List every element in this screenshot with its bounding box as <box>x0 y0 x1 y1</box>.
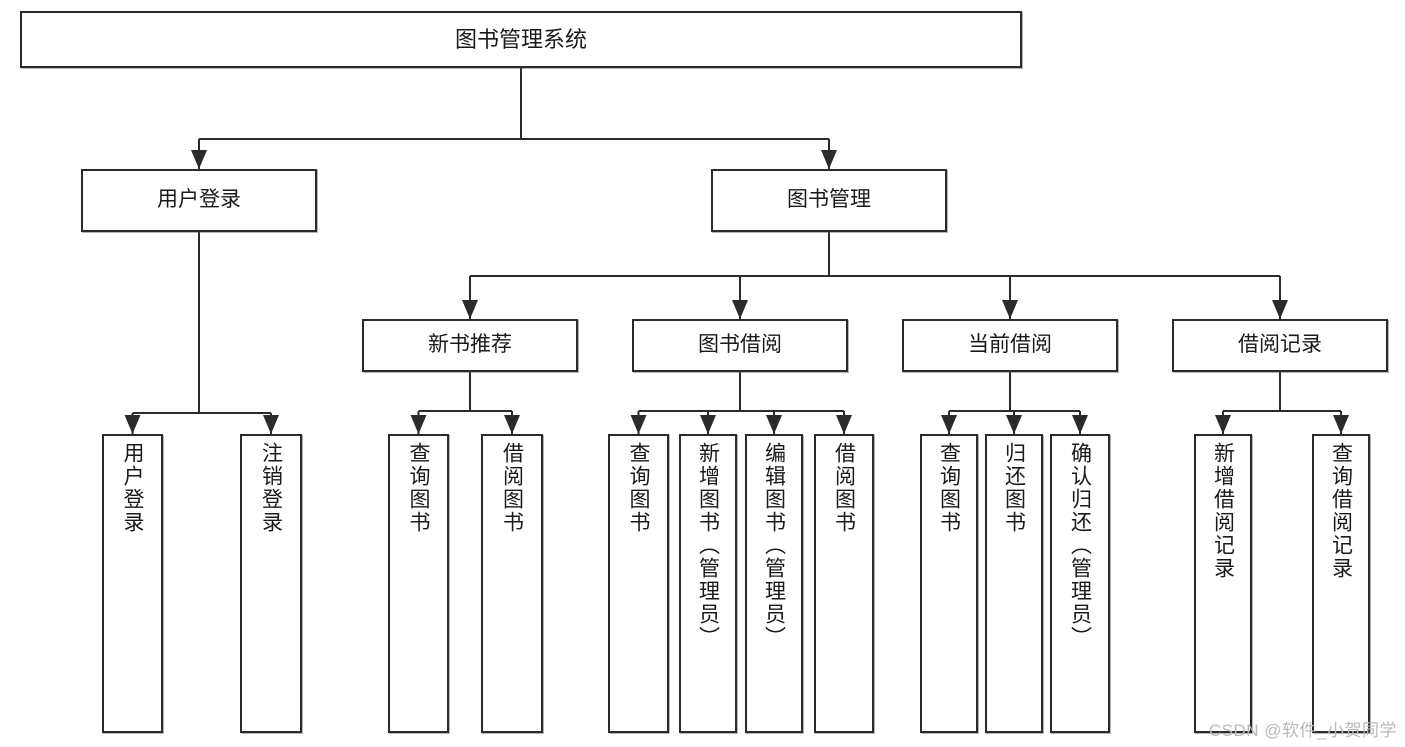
arrowhead-borrow_record-0 <box>1215 415 1231 434</box>
arrowhead-new_book_rec-0 <box>410 415 427 434</box>
node-label: 用户登录 <box>121 442 144 534</box>
node-leaf-query-book-2[interactable]: 查询图书 <box>608 434 669 733</box>
node-label: 查询图书 <box>627 442 650 534</box>
node-leaf-query-book-1[interactable]: 查询图书 <box>388 434 449 733</box>
node-user-login[interactable]: 用户登录 <box>81 169 317 232</box>
node-leaf-return-book[interactable]: 归还图书 <box>985 434 1043 733</box>
node-leaf-borrow-book-1[interactable]: 借阅图书 <box>481 434 543 733</box>
arrowhead-root-0 <box>191 150 207 169</box>
arrowhead-book_manage-3 <box>1272 300 1288 319</box>
arrowhead-book_borrow-0 <box>630 415 647 434</box>
node-leaf-query-record[interactable]: 查询借阅记录 <box>1312 434 1370 733</box>
node-leaf-confirm-return[interactable]: 确认归还（管理员） <box>1050 434 1110 733</box>
node-label: 图书借阅 <box>698 333 782 357</box>
node-label: 图书管理 <box>787 188 871 212</box>
arrowhead-root-1 <box>821 150 837 169</box>
node-leaf-query-book-3[interactable]: 查询图书 <box>920 434 978 733</box>
node-label: 注销登录 <box>259 442 283 534</box>
node-root[interactable]: 图书管理系统 <box>20 11 1022 68</box>
node-leaf-add-book[interactable]: 新增图书（管理员） <box>679 434 737 733</box>
node-new-book-rec[interactable]: 新书推荐 <box>362 319 578 372</box>
node-label: 图书管理系统 <box>454 26 587 52</box>
node-current-borrow[interactable]: 当前借阅 <box>902 319 1118 372</box>
node-label: 归还图书 <box>1002 442 1026 534</box>
node-label: 确认归还（管理员） <box>1068 442 1092 649</box>
node-leaf-edit-book[interactable]: 编辑图书（管理员） <box>745 434 803 733</box>
node-leaf-add-record[interactable]: 新增借阅记录 <box>1194 434 1252 733</box>
node-label: 新增图书（管理员） <box>696 442 720 649</box>
arrowhead-book_borrow-3 <box>836 415 852 434</box>
arrowhead-current_borrow-1 <box>1006 415 1022 434</box>
arrowhead-book_manage-2 <box>1002 300 1018 319</box>
node-label: 查询图书 <box>407 442 430 534</box>
arrowhead-borrow_record-1 <box>1333 415 1349 434</box>
node-label: 查询图书 <box>937 442 961 534</box>
node-leaf-user-login[interactable]: 用户登录 <box>102 434 163 733</box>
arrowhead-new_book_rec-1 <box>504 415 520 434</box>
node-label: 借阅图书 <box>832 442 856 534</box>
arrowhead-book_borrow-1 <box>700 415 716 434</box>
node-label: 用户登录 <box>157 188 241 212</box>
node-label: 编辑图书（管理员） <box>762 442 786 649</box>
arrowhead-book_borrow-2 <box>766 415 782 434</box>
arrowhead-book_manage-0 <box>462 300 478 319</box>
node-label: 借阅记录 <box>1238 333 1322 357</box>
arrowhead-user_login-1 <box>263 415 279 434</box>
node-label: 当前借阅 <box>968 333 1052 357</box>
node-leaf-logout[interactable]: 注销登录 <box>240 434 302 733</box>
node-label: 借阅图书 <box>500 442 524 534</box>
node-book-manage[interactable]: 图书管理 <box>711 169 947 232</box>
arrowhead-user_login-0 <box>124 415 141 434</box>
arrowhead-current_borrow-2 <box>1072 415 1088 434</box>
arrowhead-book_manage-1 <box>732 300 748 319</box>
node-book-borrow[interactable]: 图书借阅 <box>632 319 848 372</box>
node-label: 新书推荐 <box>428 333 512 357</box>
node-borrow-record[interactable]: 借阅记录 <box>1172 319 1388 372</box>
node-label: 新增借阅记录 <box>1211 442 1235 580</box>
node-leaf-borrow-book-2[interactable]: 借阅图书 <box>814 434 874 733</box>
node-label: 查询借阅记录 <box>1329 442 1353 580</box>
arrowhead-current_borrow-0 <box>941 415 957 434</box>
